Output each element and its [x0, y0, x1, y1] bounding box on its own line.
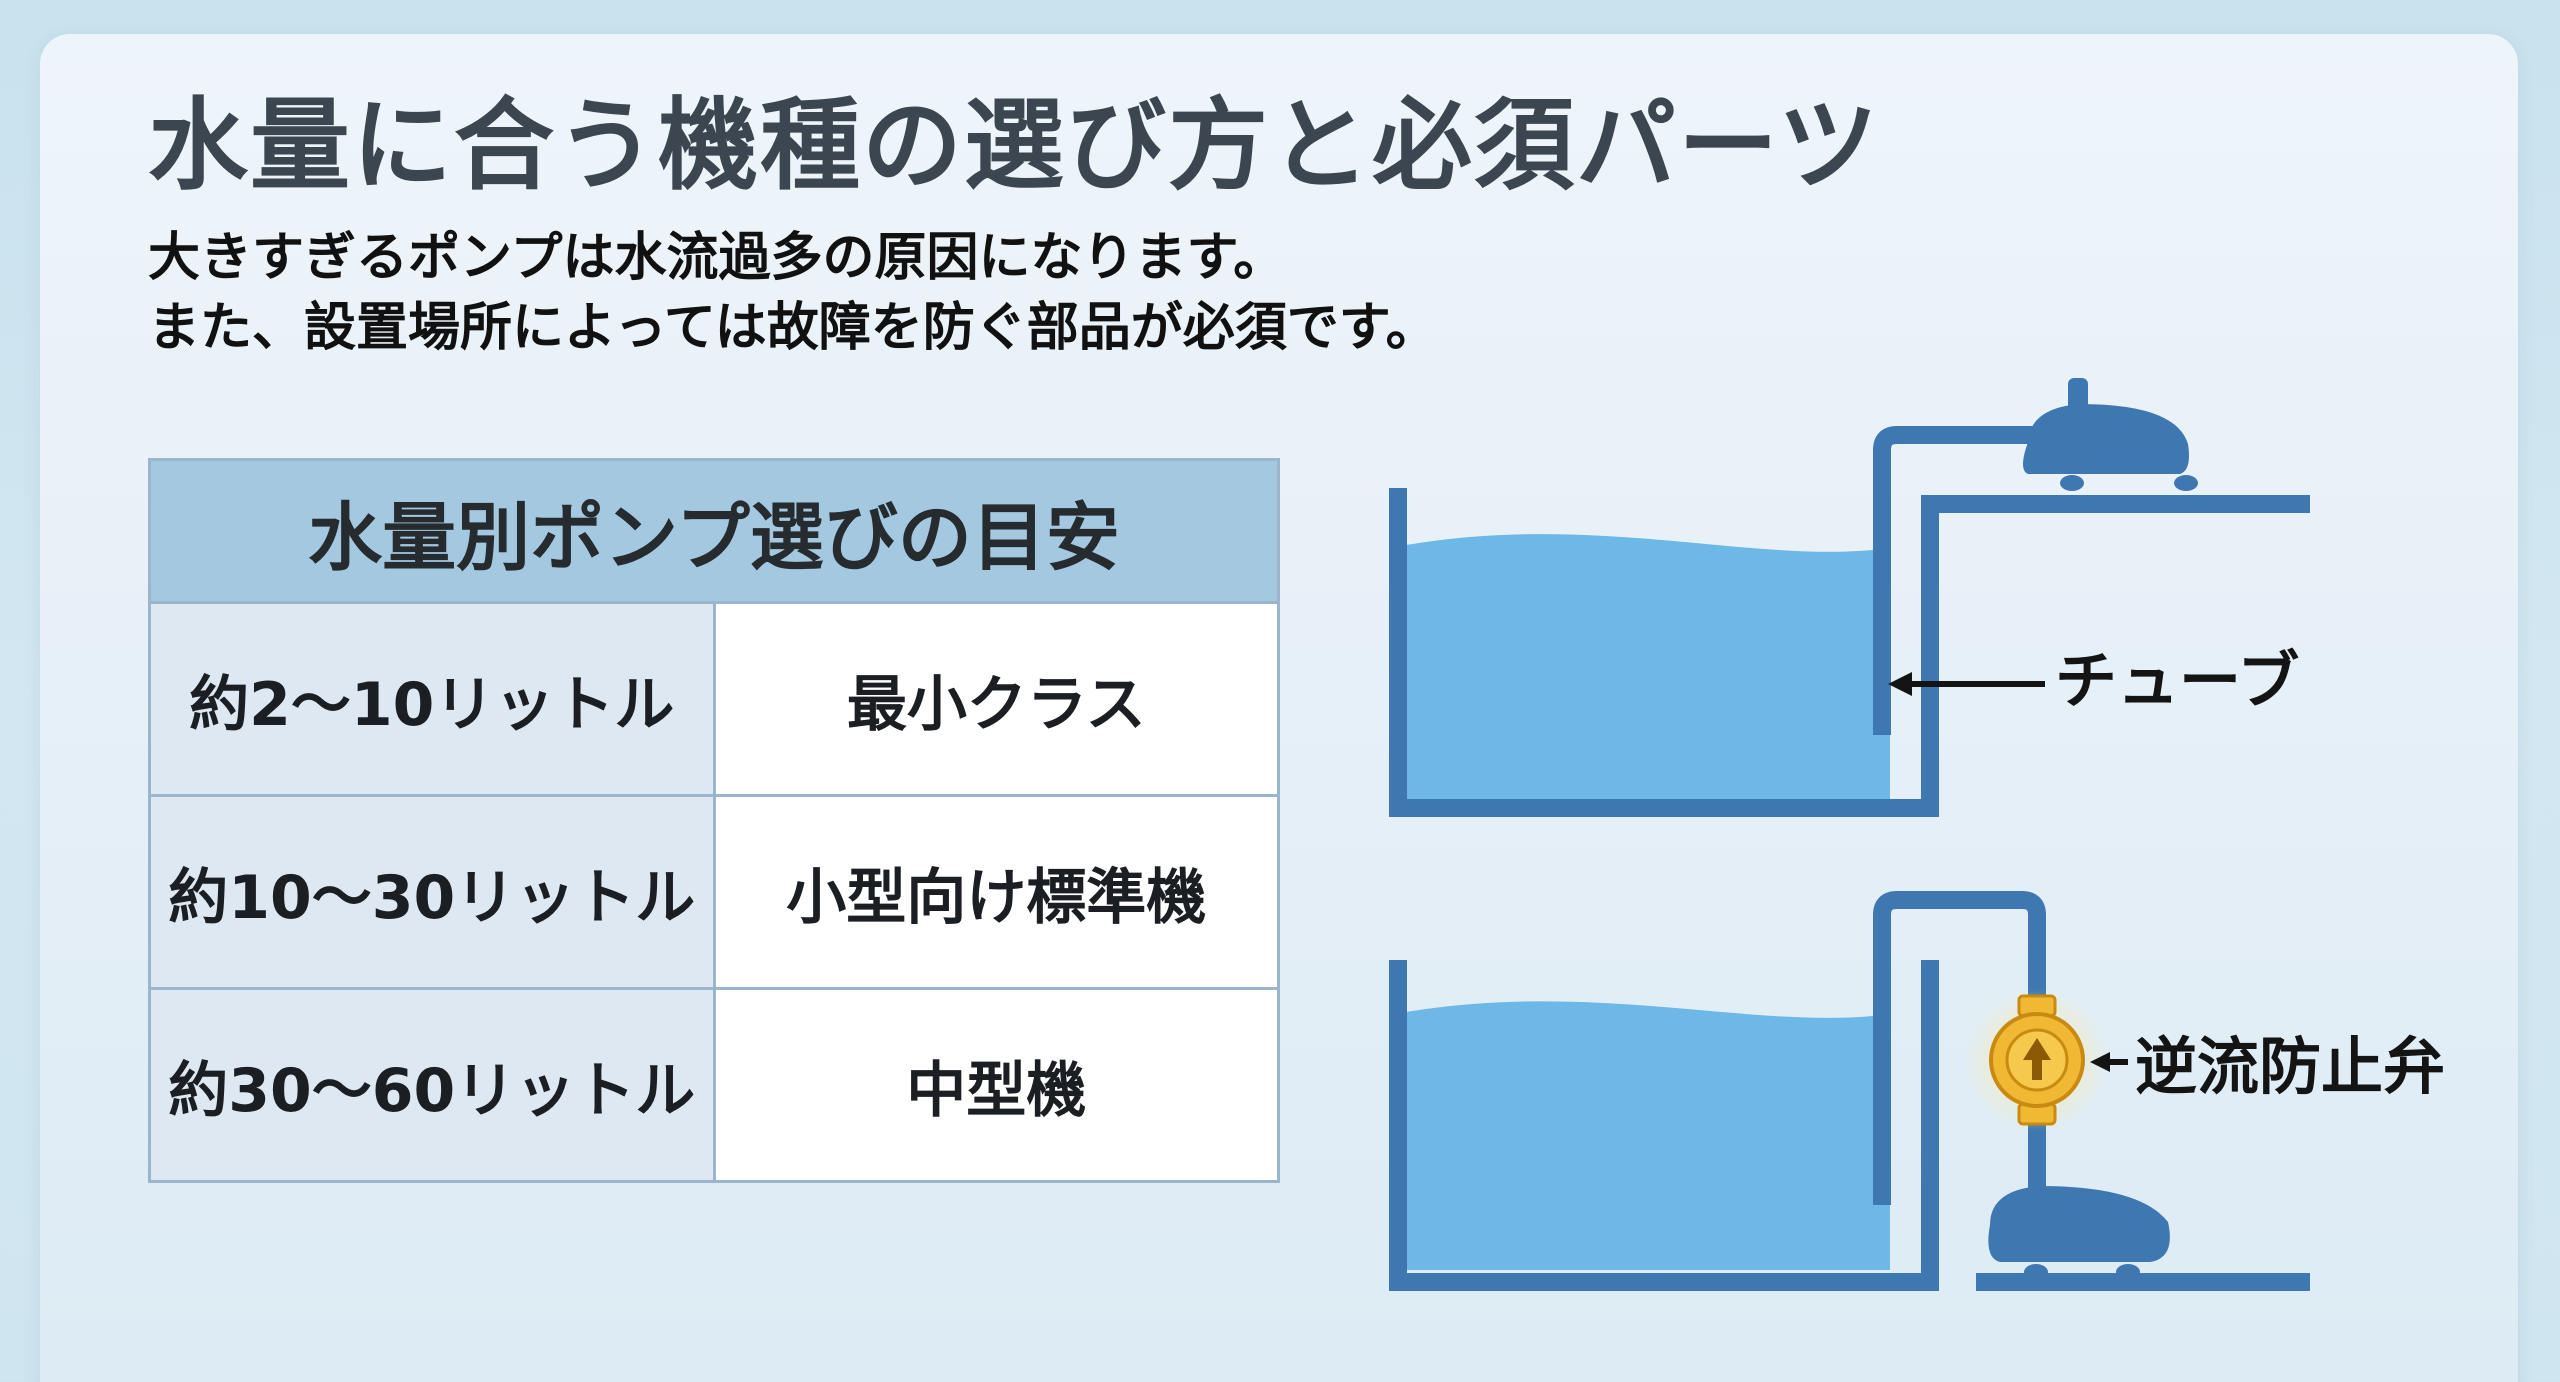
water-top	[1406, 534, 1890, 800]
subtitle-line-1: 大きすぎるポンプは水流過多の原因になります。	[148, 228, 1286, 288]
table-header-row: 水量別ポンプ選びの目安	[148, 458, 1280, 604]
table-row: 約30～60リットル 中型機	[148, 987, 1280, 1183]
tube-pointer-arrow	[1888, 672, 2045, 696]
tank-bottom	[1389, 960, 1939, 1291]
table-cell-range: 約10～30リットル	[148, 794, 716, 990]
table-row: 約2～10リットル 最小クラス	[148, 601, 1280, 797]
valve-pump-setup	[1389, 891, 2310, 1291]
water-bottom	[1406, 1001, 1890, 1270]
subtitle-line-2: また、設置場所によっては故障を防ぐ部品が必須です。	[148, 298, 1438, 358]
valve-pointer-arrow	[2090, 1052, 2128, 1072]
tube-label: チューブ	[2055, 644, 2300, 717]
pump-selection-table: 水量別ポンプ選びの目安 約2～10リットル 最小クラス 約10～30リットル 小…	[148, 458, 1280, 1183]
pump-icon	[2023, 378, 2198, 491]
table-cell-range: 約2～10リットル	[148, 601, 716, 797]
check-valve-icon	[1965, 988, 2109, 1132]
table-cell-range: 約30～60リットル	[148, 987, 716, 1183]
table-cell-class: 最小クラス	[712, 601, 1280, 797]
tank-top	[1389, 488, 2310, 817]
table-cell-class: 小型向け標準機	[712, 794, 1280, 990]
arrow-up-icon	[2023, 1038, 2051, 1080]
table-row: 約10～30リットル 小型向け標準機	[148, 794, 1280, 990]
external-pump-setup	[1389, 378, 2310, 817]
valve-label: 逆流防止弁	[2135, 1030, 2446, 1103]
pump-icon	[1988, 1186, 2170, 1280]
table-header: 水量別ポンプ選びの目安	[148, 458, 1280, 604]
page-title: 水量に合う機種の選び方と必須パーツ	[148, 87, 1880, 204]
tube-bottom	[1873, 891, 2046, 1205]
tube-top	[1873, 426, 2062, 735]
table-cell-class: 中型機	[712, 987, 1280, 1183]
